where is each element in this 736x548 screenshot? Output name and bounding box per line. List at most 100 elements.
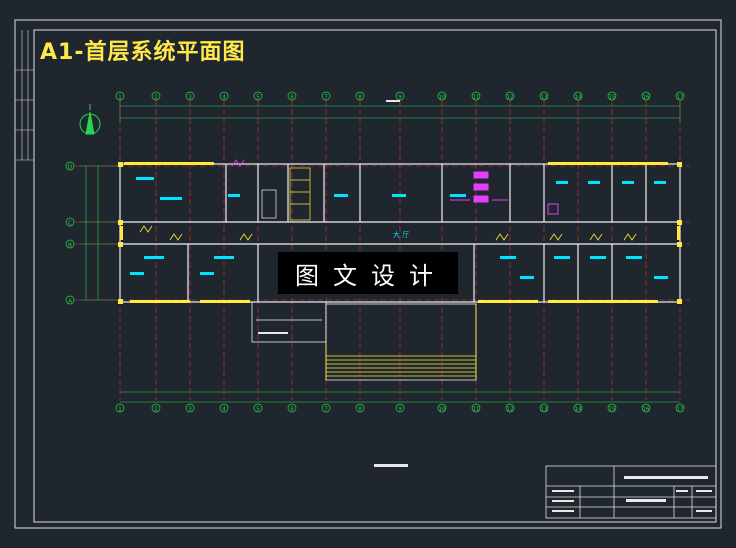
grid-bubble-6: 6 [287, 403, 297, 413]
svg-text:14: 14 [575, 95, 582, 101]
grid-bubble-9: 9 [395, 91, 405, 101]
axis-columns [119, 100, 681, 400]
grid-bubble-A: A [65, 295, 75, 305]
grid-bubble-8: 8 [355, 403, 365, 413]
svg-text:12: 12 [507, 95, 514, 101]
svg-text:B: B [68, 243, 72, 249]
grid-bubble-1: 1 [115, 403, 125, 413]
grid-bubble-1: 1 [115, 91, 125, 101]
grid-bubble-9: 9 [395, 403, 405, 413]
svg-text:2: 2 [154, 407, 158, 413]
grid-bubble-13: 13 [539, 91, 549, 101]
grid-bubble-4: 4 [219, 91, 229, 101]
grid-bubble-C: C [65, 217, 75, 227]
title-block-text-marks [552, 476, 712, 512]
grid-bubble-15: 15 [607, 403, 617, 413]
room-label-marks [130, 177, 668, 279]
grid-bubble-B: B [65, 239, 75, 249]
structural-columns [118, 162, 682, 304]
grid-bubble-10: 10 [437, 403, 447, 413]
grid-bubble-4: 4 [219, 403, 229, 413]
grid-bubble-2: 2 [151, 91, 161, 101]
svg-text:10: 10 [439, 95, 446, 101]
grid-bubble-14: 14 [573, 91, 583, 101]
grid-bubble-16: 16 [641, 403, 651, 413]
svg-text:6: 6 [290, 95, 294, 101]
svg-text:4: 4 [222, 407, 226, 413]
left-dimension-lines [80, 165, 120, 301]
watermark: 图文设计 [278, 252, 458, 294]
svg-text:4: 4 [222, 95, 226, 101]
svg-text:15: 15 [609, 407, 616, 413]
svg-text:5: 5 [256, 95, 260, 101]
grid-bubble-15: 15 [607, 91, 617, 101]
svg-text:13: 13 [541, 95, 548, 101]
grid-bubble-13: 13 [539, 403, 549, 413]
side-ramp [251, 301, 327, 343]
title-block [545, 465, 717, 519]
grid-bubble-12: 12 [505, 403, 515, 413]
svg-text:D: D [68, 165, 72, 171]
svg-text:6: 6 [290, 407, 294, 413]
grid-bubble-3: 3 [185, 403, 195, 413]
north-arrow-icon [79, 104, 101, 135]
svg-text:C: C [68, 221, 72, 227]
svg-text:8: 8 [358, 95, 362, 101]
svg-text:3: 3 [188, 95, 192, 101]
svg-text:3: 3 [188, 407, 192, 413]
grid-bubble-17: 17 [675, 403, 685, 413]
grid-bubble-D: D [65, 161, 75, 171]
svg-text:17: 17 [677, 407, 684, 413]
svg-text:10: 10 [439, 407, 446, 413]
svg-text:A: A [68, 299, 72, 305]
grid-bubble-16: 16 [641, 91, 651, 101]
grid-bubble-10: 10 [437, 91, 447, 101]
grid-bubble-5: 5 [253, 403, 263, 413]
svg-text:13: 13 [541, 407, 548, 413]
hall-label: 大 厅 [393, 230, 409, 239]
grid-bubble-7: 7 [321, 91, 331, 101]
dimension-text-marks [258, 100, 408, 467]
grid-bubble-8: 8 [355, 91, 365, 101]
svg-text:5: 5 [256, 407, 260, 413]
svg-text:9: 9 [398, 407, 402, 413]
inner-frame [33, 29, 717, 523]
svg-text:17: 17 [677, 95, 684, 101]
svg-text:1: 1 [118, 407, 122, 413]
outer-frame [14, 19, 722, 529]
grid-bubble-11: 11 [471, 91, 481, 101]
grid-bubbles-left: D C B A [65, 161, 75, 305]
grid-bubble-14: 14 [573, 403, 583, 413]
svg-text:11: 11 [473, 407, 480, 413]
restroom-fixtures [450, 171, 559, 215]
grid-bubble-3: 3 [185, 91, 195, 101]
svg-text:16: 16 [643, 95, 650, 101]
svg-text:15: 15 [609, 95, 616, 101]
svg-text:9: 9 [398, 95, 402, 101]
grid-bubble-2: 2 [151, 403, 161, 413]
grid-bubble-11: 11 [471, 403, 481, 413]
drawing-title: A1-首层系统平面图 [40, 40, 246, 65]
svg-text:11: 11 [473, 95, 480, 101]
grid-bubble-5: 5 [253, 91, 263, 101]
grid-bubble-7: 7 [321, 403, 331, 413]
door-swings [139, 159, 637, 241]
svg-text:14: 14 [575, 407, 582, 413]
svg-text:8: 8 [358, 407, 362, 413]
svg-text:16: 16 [643, 407, 650, 413]
svg-text:7: 7 [324, 95, 328, 101]
grid-bubble-17: 17 [675, 91, 685, 101]
svg-text:12: 12 [507, 407, 514, 413]
svg-text:7: 7 [324, 407, 328, 413]
grid-bubble-12: 12 [505, 91, 515, 101]
binding-strip [15, 30, 34, 161]
svg-text:1: 1 [118, 95, 122, 101]
grid-bubble-6: 6 [287, 91, 297, 101]
stair-core [261, 167, 311, 221]
entrance-steps [325, 303, 477, 381]
svg-text:2: 2 [154, 95, 158, 101]
